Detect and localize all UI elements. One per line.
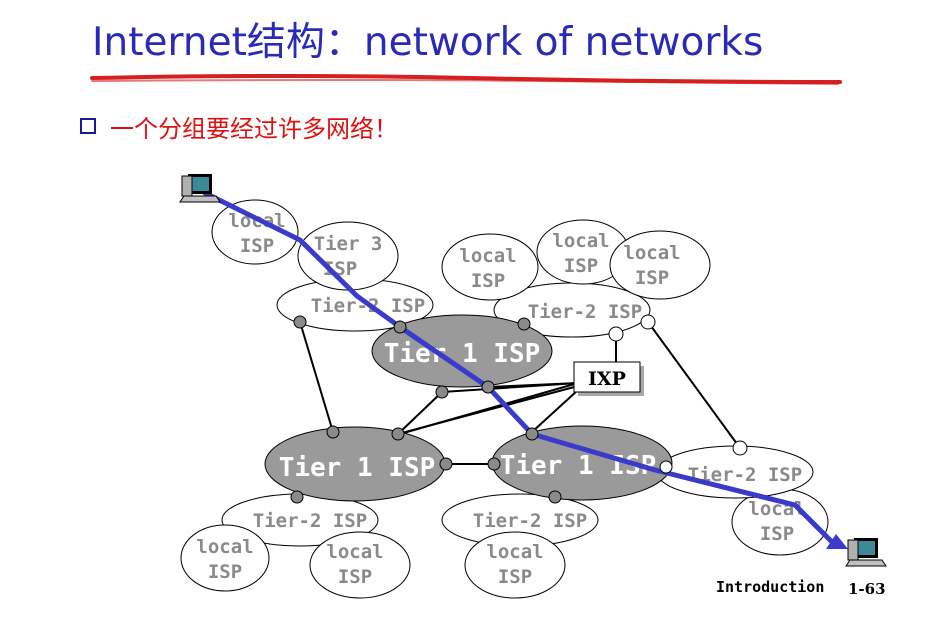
local-isp-top-1-line2: ISP bbox=[471, 270, 505, 292]
tier3-line1: Tier 3 bbox=[314, 233, 383, 255]
tier2-bottom-mid-label: Tier-2 ISP bbox=[473, 510, 587, 532]
packet-path-arrowhead bbox=[826, 534, 848, 549]
router-nodes-white bbox=[608, 314, 748, 474]
bullet-square-icon bbox=[80, 118, 96, 134]
title-underline bbox=[90, 74, 842, 85]
computer-icon bbox=[179, 174, 221, 203]
local-isp-bottom-1-ellipse bbox=[180, 524, 270, 592]
router-nodes bbox=[290, 315, 562, 504]
local-isp-top-2-line2: ISP bbox=[564, 255, 598, 277]
tier3-line2: ISP bbox=[323, 258, 357, 280]
tier1-top-label: Tier 1 ISP bbox=[384, 339, 541, 369]
local-isp-bottom-3-ellipse bbox=[464, 531, 566, 599]
local-isp-top-1-line1: local bbox=[459, 245, 516, 267]
local-isp-top-left-ellipse bbox=[211, 199, 299, 265]
tier1-left-label: Tier 1 ISP bbox=[279, 453, 436, 483]
bullet-item: 一个分组要经过许多网络！ bbox=[80, 108, 398, 144]
slide-title: Internet结构：network of networks bbox=[92, 20, 764, 65]
computer-icon bbox=[845, 538, 887, 567]
local-isp-bottom-1-line1: local bbox=[196, 536, 253, 558]
local-isp-top-3-line2: ISP bbox=[635, 267, 669, 289]
local-isp-right-line2: ISP bbox=[760, 523, 794, 545]
local-isp-bottom-1-line2: ISP bbox=[208, 561, 242, 583]
local-isp-bottom-2-line2: ISP bbox=[338, 566, 372, 588]
tier1-right-label: Tier 1 ISP bbox=[500, 451, 657, 481]
local-isp-top-1-ellipse bbox=[441, 233, 539, 301]
local-isp-bottom-2-ellipse bbox=[309, 531, 411, 599]
bullet-text: 一个分组要经过许多网络！ bbox=[110, 114, 398, 143]
local-isp-bottom-3-line1: local bbox=[486, 541, 543, 563]
local-isp-top-3-ellipse bbox=[609, 230, 711, 300]
local-isp-top-2-line1: local bbox=[552, 230, 609, 252]
tier1-top-ellipse bbox=[371, 314, 553, 388]
tier2-top-right-label: Tier-2 ISP bbox=[528, 301, 642, 323]
ixp-box: IXP bbox=[573, 361, 644, 396]
footer-label: Introduction bbox=[716, 578, 825, 596]
local-isp-bottom-2-line1: local bbox=[326, 541, 383, 563]
ixp-label: IXP bbox=[588, 368, 626, 390]
local-isp-top-left-line2: ISP bbox=[240, 235, 274, 257]
tier2-bottom-left-label: Tier-2 ISP bbox=[253, 510, 367, 532]
local-isp-top-3-line1: local bbox=[623, 242, 680, 264]
tier2-right-label: Tier-2 ISP bbox=[688, 464, 802, 486]
page-number: 1-63 bbox=[848, 580, 886, 598]
local-isp-bottom-3-line2: ISP bbox=[498, 566, 532, 588]
